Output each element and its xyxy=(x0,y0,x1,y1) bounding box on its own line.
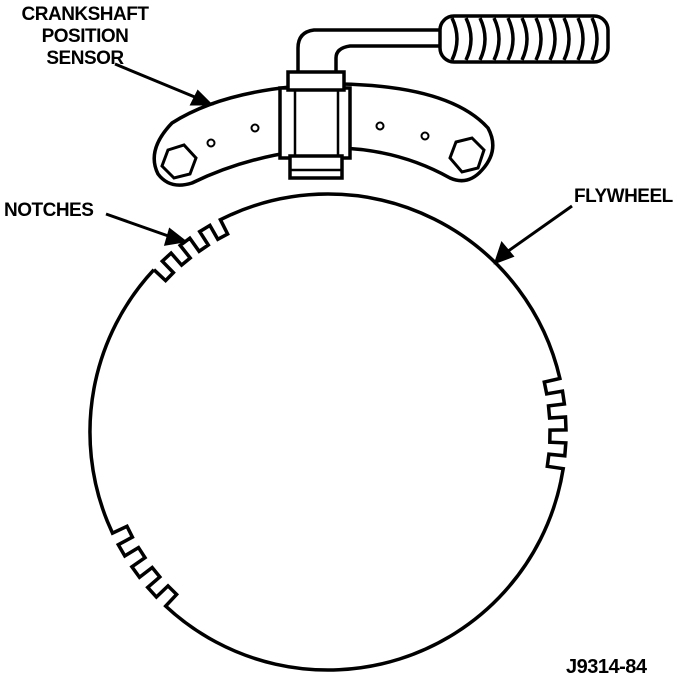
sensor-label-line-2: POSITION xyxy=(41,26,129,47)
crankshaft-position-sensor-label: CRANKSHAFT POSITION SENSOR xyxy=(0,4,170,70)
flywheel xyxy=(88,192,568,672)
flywheel-arrowhead xyxy=(493,240,515,265)
coil-winding xyxy=(562,17,571,61)
sensor-tip xyxy=(288,154,344,180)
sensor-label-line-3: SENSOR xyxy=(46,48,124,69)
sensor-label-line-1: CRANKSHAFT xyxy=(21,4,149,25)
coil-winding xyxy=(450,17,459,61)
notches-leader xyxy=(105,212,175,240)
notches-arrowhead xyxy=(163,227,188,246)
coil-winding xyxy=(492,17,501,61)
coil-winding xyxy=(590,17,599,61)
notches-label: NOTCHES xyxy=(4,200,94,221)
coil-winding xyxy=(478,17,487,61)
coil-winding xyxy=(520,17,529,61)
sensor-body xyxy=(278,86,352,160)
bolt-right-icon xyxy=(448,136,486,174)
flywheel-leader xyxy=(503,204,573,256)
crankshaft-position-sensor xyxy=(152,14,610,187)
coil-winding xyxy=(534,17,543,61)
leader-lines xyxy=(105,62,573,265)
figure-code: J9314-84 xyxy=(566,656,647,678)
sensor-connector xyxy=(438,14,610,64)
sensor-leader xyxy=(114,62,203,102)
coil-winding xyxy=(576,17,585,61)
sensor-cap xyxy=(286,70,346,92)
bracket-holes xyxy=(206,121,430,148)
sensor-wire xyxy=(296,28,440,72)
flywheel-outline xyxy=(88,192,568,672)
coil-winding xyxy=(548,17,557,61)
coil-winding xyxy=(464,17,473,61)
flywheel-label: FLYWHEEL xyxy=(574,186,673,207)
coil-winding xyxy=(506,17,515,61)
sensor-arrowhead xyxy=(189,89,214,106)
bolt-left-icon xyxy=(160,143,198,180)
